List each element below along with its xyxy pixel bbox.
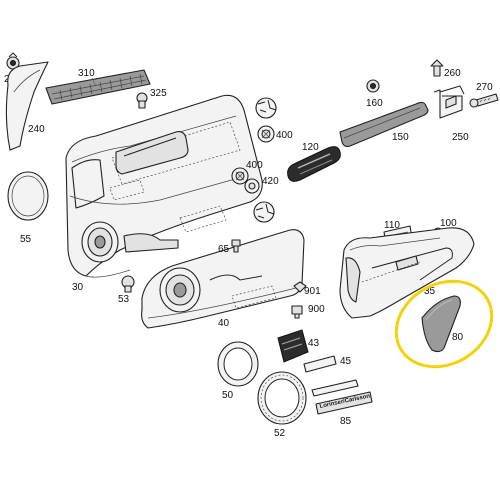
callout-270: 270: [476, 82, 493, 93]
part-35-rear-door-panel[interactable]: [339, 227, 475, 319]
callout-160: 160: [366, 98, 383, 109]
callout-85: 85: [340, 416, 352, 427]
callout-110: 110: [384, 220, 400, 231]
callout-400-lower: 400: [246, 160, 263, 171]
callout-43: 43: [308, 338, 320, 349]
part-85-emblem[interactable]: Lorinser/Carlsson: [311, 379, 373, 415]
part-260-clip[interactable]: [430, 59, 444, 77]
callout-40: 40: [218, 318, 230, 329]
part-120-door-handle[interactable]: [287, 146, 341, 182]
part-65-clip[interactable]: [231, 239, 241, 253]
callout-901: 901: [304, 286, 321, 297]
part-45-emblem-plate[interactable]: [303, 355, 337, 373]
part-900-clip[interactable]: [291, 305, 303, 319]
callout-120: 120: [302, 142, 319, 153]
part-53-clip[interactable]: [121, 275, 135, 293]
part-55-speaker-cover[interactable]: [7, 171, 49, 221]
callout-53: 53: [118, 294, 130, 305]
part-270-push-pin[interactable]: [469, 93, 499, 108]
part-240-pillar-trim[interactable]: [5, 61, 49, 151]
part-901-clip[interactable]: [293, 281, 307, 293]
callout-35: 35: [424, 286, 436, 297]
callout-240: 240: [28, 124, 45, 135]
part-325-clip[interactable]: [136, 92, 148, 109]
callout-65: 65: [218, 244, 230, 255]
part-250-bracket[interactable]: [433, 85, 465, 119]
part-160-clip[interactable]: [366, 79, 380, 93]
callout-30: 30: [72, 282, 84, 293]
highlight-ring: [394, 279, 494, 369]
part-400-switch-cover-lower[interactable]: [253, 201, 275, 223]
part-245-clip[interactable]: [6, 52, 20, 70]
callout-100: 100: [440, 218, 457, 229]
callout-150: 150: [392, 132, 409, 143]
callout-420: 420: [262, 176, 279, 187]
callout-400-upper: 400: [276, 130, 293, 141]
part-400-switch-plate-upper[interactable]: [257, 125, 275, 143]
part-30-front-door-panel[interactable]: [65, 94, 263, 278]
callout-250: 250: [452, 132, 469, 143]
part-400-switch-plate-lower[interactable]: [231, 167, 249, 185]
part-310-tweeter-grille[interactable]: [45, 69, 151, 105]
callout-900: 900: [308, 304, 325, 315]
callout-52: 52: [274, 428, 286, 439]
callout-260: 260: [444, 68, 461, 79]
part-43-switch-unit[interactable]: [277, 329, 309, 363]
part-52-speaker-ring[interactable]: [257, 371, 307, 425]
part-420-switch-plate[interactable]: [244, 178, 260, 194]
callout-50: 50: [222, 390, 234, 401]
part-40-rear-door-lower[interactable]: [141, 229, 305, 329]
part-80-insert-highlighted[interactable]: [381, 264, 500, 383]
callout-45: 45: [340, 356, 352, 367]
callout-80: 80: [452, 332, 464, 343]
callout-325: 325: [150, 88, 167, 99]
part-150-trim-strip[interactable]: [339, 101, 429, 148]
callout-55: 55: [20, 234, 32, 245]
callout-310: 310: [78, 68, 95, 79]
part-50-speaker-ring[interactable]: [217, 341, 259, 387]
part-400-switch-cover-upper[interactable]: [255, 97, 277, 119]
